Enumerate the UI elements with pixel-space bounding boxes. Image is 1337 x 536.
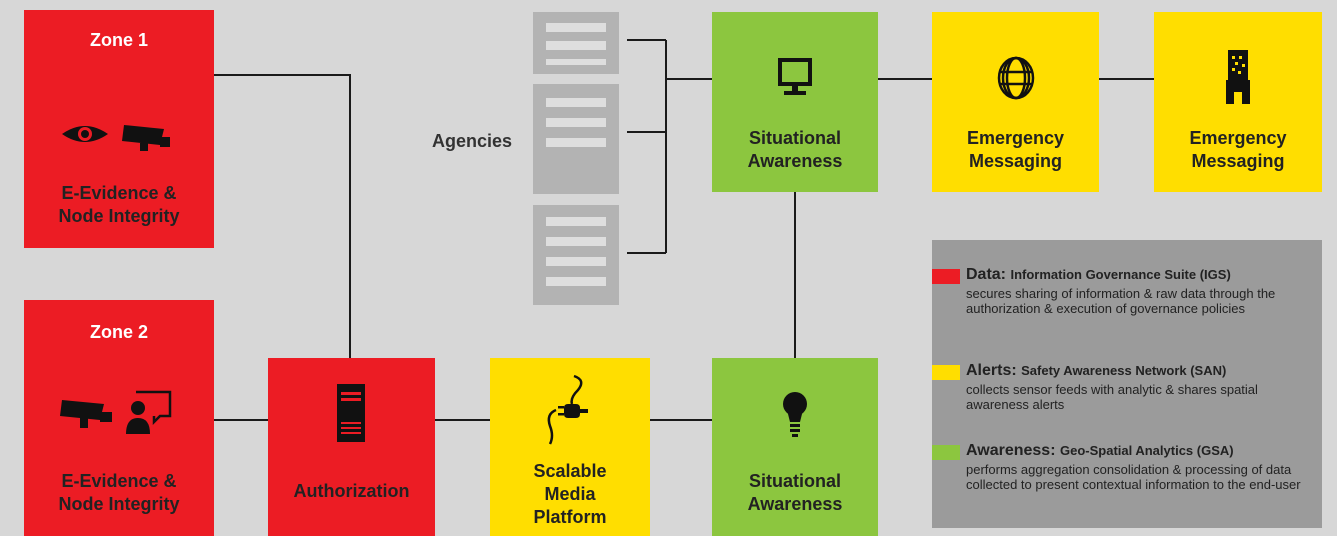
emergency-1-label-line2: Messaging xyxy=(968,151,1063,171)
media-platform-box: Scalable Media Platform xyxy=(490,358,650,536)
authorization-label: Authorization xyxy=(293,481,410,501)
legend-swatch-red xyxy=(932,269,960,284)
legend-awareness-description: performs aggregation consolidation & pro… xyxy=(966,462,1301,492)
zone1-label-line2: Node Integrity xyxy=(58,206,180,226)
situational-awareness-top-box: Situational Awareness xyxy=(712,12,878,192)
zone1-box: Zone 1 E-Evidence & Node Integrity xyxy=(24,10,214,248)
legend-awareness-key: Awareness: xyxy=(966,442,1056,459)
eye-icon xyxy=(62,126,108,142)
media-platform-label-line2: Media xyxy=(544,484,596,504)
monitor-icon xyxy=(778,58,812,95)
legend-alerts-name: Safety Awareness Network (SAN) xyxy=(1021,363,1227,378)
person-screen-icon xyxy=(126,390,172,434)
legend-panel: Data: Information Governance Suite (IGS)… xyxy=(932,240,1322,528)
agencies-label: Agencies xyxy=(432,131,513,151)
situational-top-label-line1: Situational xyxy=(748,128,841,148)
zone2-label-line2: Node Integrity xyxy=(58,494,180,514)
pixel-figure-icon xyxy=(1226,50,1250,104)
situational-top-label-line2: Awareness xyxy=(747,151,843,171)
legend-alerts-key: Alerts: xyxy=(966,362,1017,379)
media-platform-label-line3: Platform xyxy=(533,507,607,527)
legend-swatch-yellow xyxy=(932,365,960,380)
legend-data-description: secures sharing of information & raw dat… xyxy=(966,286,1276,316)
plug-icon xyxy=(547,374,588,445)
rings-icon xyxy=(997,56,1035,100)
emergency-messaging-1-box: Emergency Messaging xyxy=(932,12,1099,192)
emergency-2-label-line2: Messaging xyxy=(1191,151,1285,171)
zone2-title: Zone 2 xyxy=(89,322,148,342)
legend-data-name: Information Governance Suite (IGS) xyxy=(1010,267,1231,282)
situational-bottom-label-line2: Awareness xyxy=(747,494,843,514)
camera-icon xyxy=(60,400,112,428)
situational-bottom-label-line1: Situational xyxy=(748,471,841,491)
authorization-box: Authorization xyxy=(268,358,435,536)
zone2-label-line1: E-Evidence & xyxy=(61,471,177,491)
media-platform-label-line1: Scalable xyxy=(533,461,607,481)
legend-alerts-description: collects sensor feeds with analytic & sh… xyxy=(966,382,1258,412)
legend-awareness-name: Geo-Spatial Analytics (GSA) xyxy=(1059,443,1234,458)
legend-swatch-green xyxy=(932,445,960,460)
situational-awareness-bottom-box: Situational Awareness xyxy=(712,358,878,536)
camera-icon xyxy=(122,125,170,151)
zone2-box: Zone 2 E-Evidence & Node Integrity xyxy=(24,300,214,536)
agency-server-3 xyxy=(533,205,619,305)
lightbulb-icon xyxy=(783,392,807,437)
legend-data-key: Data: xyxy=(966,266,1007,283)
zone1-label-line1: E-Evidence & xyxy=(61,183,177,203)
agency-server-1 xyxy=(533,12,619,74)
zone1-title: Zone 1 xyxy=(89,30,148,50)
emergency-2-label-line1: Emergency xyxy=(1189,128,1287,148)
agency-server-2 xyxy=(533,84,619,194)
emergency-1-label-line1: Emergency xyxy=(966,128,1065,148)
emergency-messaging-2-box: Emergency Messaging xyxy=(1154,12,1322,192)
server-tower-icon xyxy=(337,384,365,442)
